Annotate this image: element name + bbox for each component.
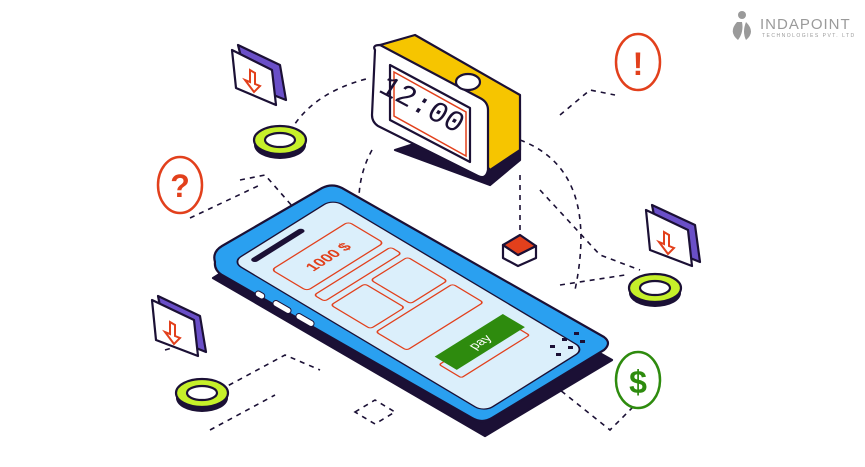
volume-down-button [295,313,315,327]
side-button [254,290,266,300]
down-arrow-notification-3 [150,294,208,358]
dollar-badge: $ [614,350,662,410]
volume-up-button [272,300,292,314]
logo-name: INDAPOINT [760,16,851,33]
red-cube [501,233,538,268]
digital-clock: 12:00 [370,33,522,187]
question-badge: ? [156,155,204,215]
down-arrow-icon [162,320,182,346]
alert-badge: ! [614,32,662,92]
coin-ring-3 [174,377,230,412]
smartphone: 1000 $ pay [211,184,614,438]
logo-tagline: TECHNOLOGIES PVT. LTD [762,33,856,39]
down-arrow-notification-2 [644,203,702,268]
down-arrow-icon [656,230,676,256]
clock-button [454,72,482,92]
speaker-icon [251,228,305,262]
indapoint-logo: INDAPOINT TECHNOLOGIES PVT. LTD [732,11,856,40]
coin-ring-2 [627,272,683,307]
coin-ring-1 [252,124,308,159]
down-arrow-icon [242,68,262,94]
question-mark: ? [170,168,190,204]
dot-grid [550,332,585,356]
down-arrow-notification-1 [230,43,288,107]
phone-screen: 1000 $ pay [236,201,581,410]
dollar-sign: $ [629,364,647,400]
pay-button[interactable]: pay [434,314,525,370]
exclamation-mark: ! [633,46,644,82]
